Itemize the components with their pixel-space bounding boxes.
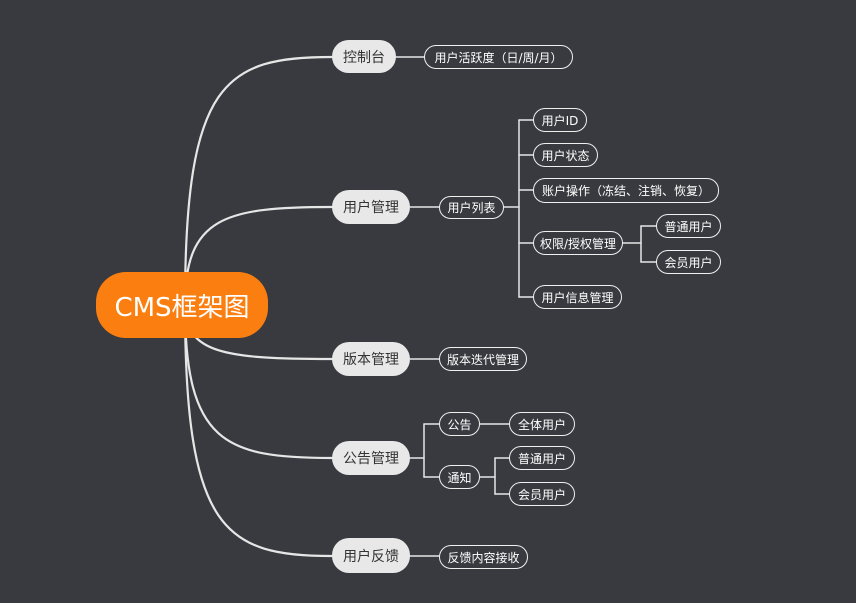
- connector-line-3: [183, 303, 334, 460]
- node-user-list[interactable]: 用户列表: [439, 196, 504, 219]
- connector-line-4: [183, 303, 334, 558]
- branch-version-management[interactable]: 版本管理: [332, 342, 410, 376]
- node-feedback-receipt[interactable]: 反馈内容接收: [439, 545, 528, 569]
- branch-dashboard[interactable]: 控制台: [332, 40, 396, 73]
- node-member-user-1[interactable]: 会员用户: [656, 250, 721, 274]
- node-regular-user-2[interactable]: 普通用户: [509, 446, 575, 470]
- node-version-iteration[interactable]: 版本迭代管理: [439, 347, 527, 371]
- root-node[interactable]: CMS框架图: [96, 272, 268, 338]
- node-user-id[interactable]: 用户ID: [533, 108, 587, 132]
- branch-user-management[interactable]: 用户管理: [332, 190, 410, 224]
- node-notification[interactable]: 通知: [439, 465, 480, 489]
- node-regular-user-1[interactable]: 普通用户: [656, 214, 721, 238]
- node-user-info-management[interactable]: 用户信息管理: [533, 285, 622, 309]
- node-all-users[interactable]: 全体用户: [509, 412, 575, 436]
- node-user-status[interactable]: 用户状态: [533, 143, 598, 167]
- branch-user-feedback[interactable]: 用户反馈: [332, 538, 410, 573]
- node-permission-management[interactable]: 权限/授权管理: [533, 231, 623, 255]
- connector-line-0: [183, 55, 334, 307]
- node-account-operations[interactable]: 账户操作（冻结、注销、恢复）: [533, 178, 719, 203]
- node-member-user-2[interactable]: 会员用户: [509, 482, 575, 506]
- node-user-activity[interactable]: 用户活跃度（日/周/月）: [424, 45, 573, 69]
- node-announcement[interactable]: 公告: [439, 412, 480, 436]
- branch-announcement-management[interactable]: 公告管理: [332, 441, 410, 475]
